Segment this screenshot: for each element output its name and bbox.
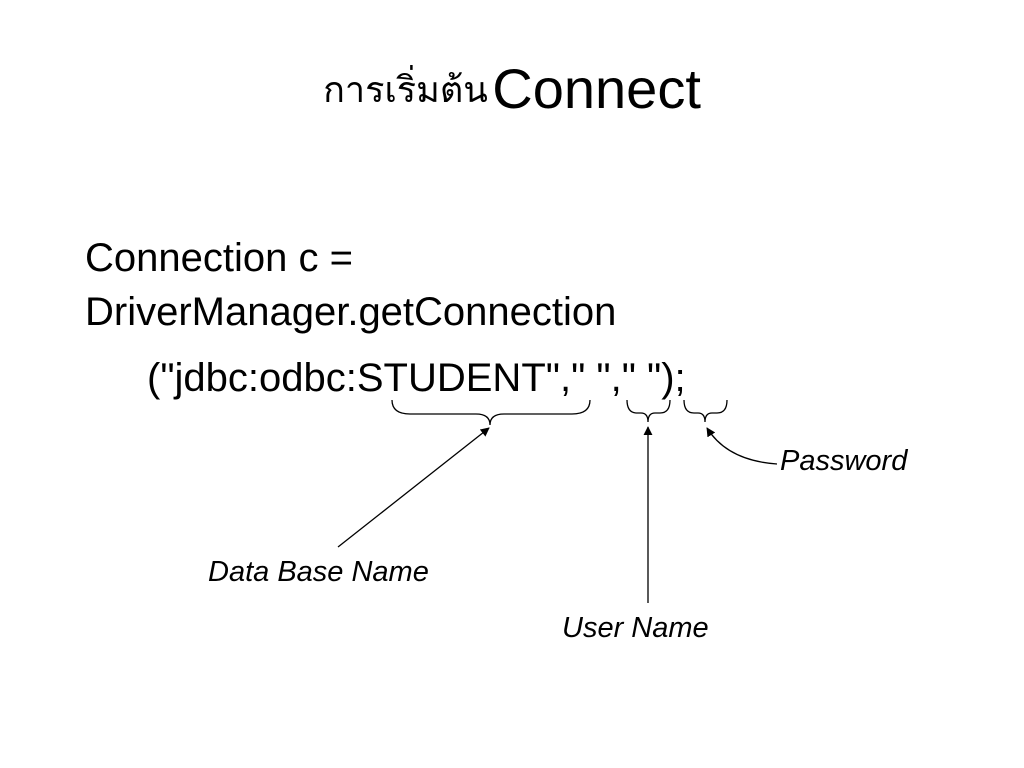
username-brace <box>626 399 671 423</box>
database-brace <box>391 399 591 426</box>
password-arrow <box>706 427 778 465</box>
code-line-drivermanager: DriverManager.getConnection <box>85 290 617 334</box>
code-line-connection: Connection c = <box>85 236 353 280</box>
database-arrow <box>337 427 490 548</box>
slide-title: การเริ่มต้น Connect <box>0 56 1024 121</box>
code-line-arguments: ("jdbc:odbc:STUDENT"," "," "); <box>147 356 686 400</box>
password-label: Password <box>780 445 908 477</box>
database-name-label: Data Base Name <box>208 556 429 588</box>
password-brace <box>683 399 728 423</box>
title-english-text: Connect <box>492 57 701 120</box>
title-thai-text: การเริ่มต้น <box>323 70 488 111</box>
user-name-label: User Name <box>562 612 709 644</box>
